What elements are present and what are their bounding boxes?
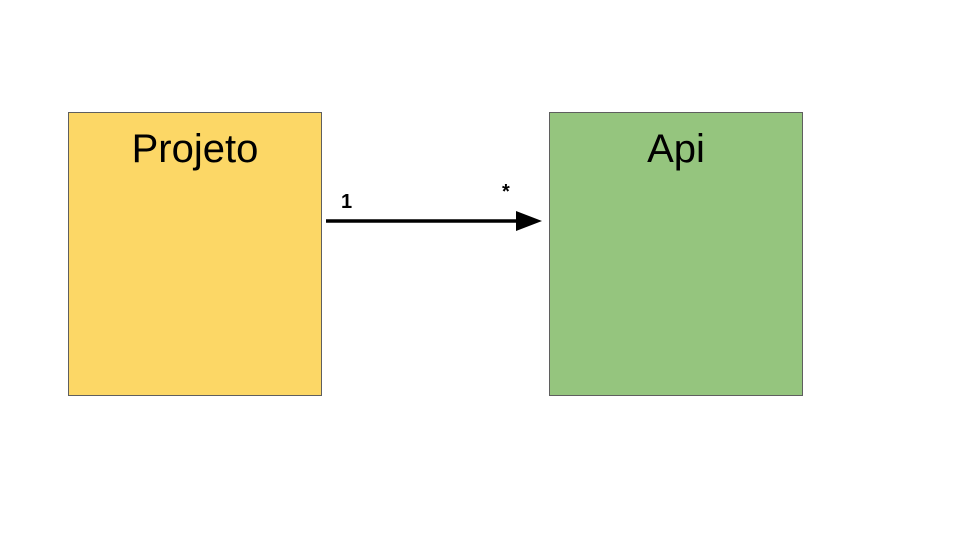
entity-api-label: Api bbox=[647, 127, 705, 171]
arrowhead-icon bbox=[516, 211, 542, 231]
target-multiplicity-label: * bbox=[502, 181, 510, 203]
source-multiplicity-label: 1 bbox=[341, 191, 353, 213]
entity-api-box[interactable]: Api bbox=[549, 112, 803, 396]
entity-projeto-box[interactable]: Projeto bbox=[68, 112, 322, 396]
entity-projeto-label: Projeto bbox=[131, 127, 259, 171]
